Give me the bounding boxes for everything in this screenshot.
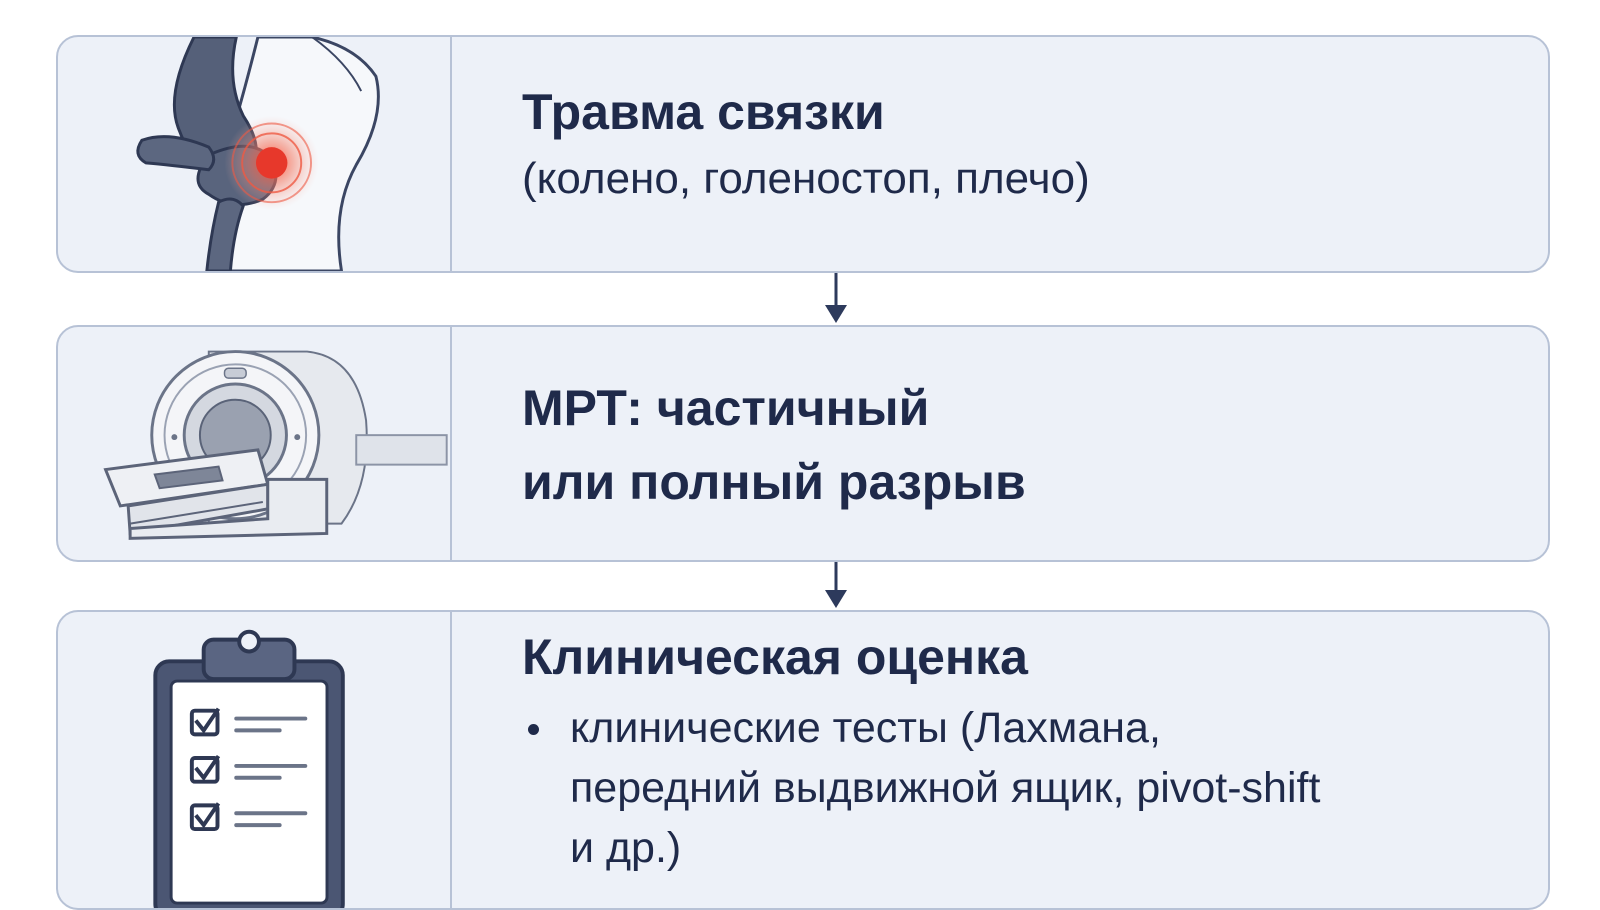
flow-arrow-down-icon bbox=[825, 273, 847, 323]
mri-scanner-icon bbox=[103, 350, 448, 540]
step-title: Клиническая оценка bbox=[522, 629, 1028, 685]
card-divider bbox=[450, 37, 452, 271]
bullet-text: клинические тесты (Лахмана, передний выд… bbox=[570, 704, 1321, 872]
step-content: Травма связки (колено, голеностоп, плечо… bbox=[522, 75, 1518, 209]
step-title-line-1: МРТ: частичный bbox=[522, 380, 930, 436]
step-card-clinical-assessment: Клиническая оценка клинические тесты (Ла… bbox=[56, 610, 1550, 910]
step-subtitle: (колено, голеностоп, плечо) bbox=[522, 154, 1090, 203]
card-divider bbox=[450, 327, 452, 560]
step-card-ligament-injury: Травма связки (колено, голеностоп, плечо… bbox=[56, 35, 1550, 273]
step-content: МРТ: частичный или полный разрыв bbox=[522, 371, 1518, 519]
step-title-line-2: или полный разрыв bbox=[522, 454, 1026, 510]
clipboard-checklist-icon bbox=[153, 629, 345, 908]
knee-injury-icon bbox=[136, 37, 380, 271]
step-title: Травма связки bbox=[522, 84, 885, 140]
card-divider bbox=[450, 612, 452, 908]
bullet-list: клинические тесты (Лахмана, передний выд… bbox=[522, 698, 1518, 878]
bullet-dot-icon bbox=[528, 724, 539, 735]
bullet-item: клинические тесты (Лахмана, передний выд… bbox=[522, 698, 1330, 878]
step-card-mri: МРТ: частичный или полный разрыв bbox=[56, 325, 1550, 562]
step-content: Клиническая оценка клинические тесты (Ла… bbox=[522, 620, 1518, 878]
flow-arrow-down-icon bbox=[825, 562, 847, 608]
